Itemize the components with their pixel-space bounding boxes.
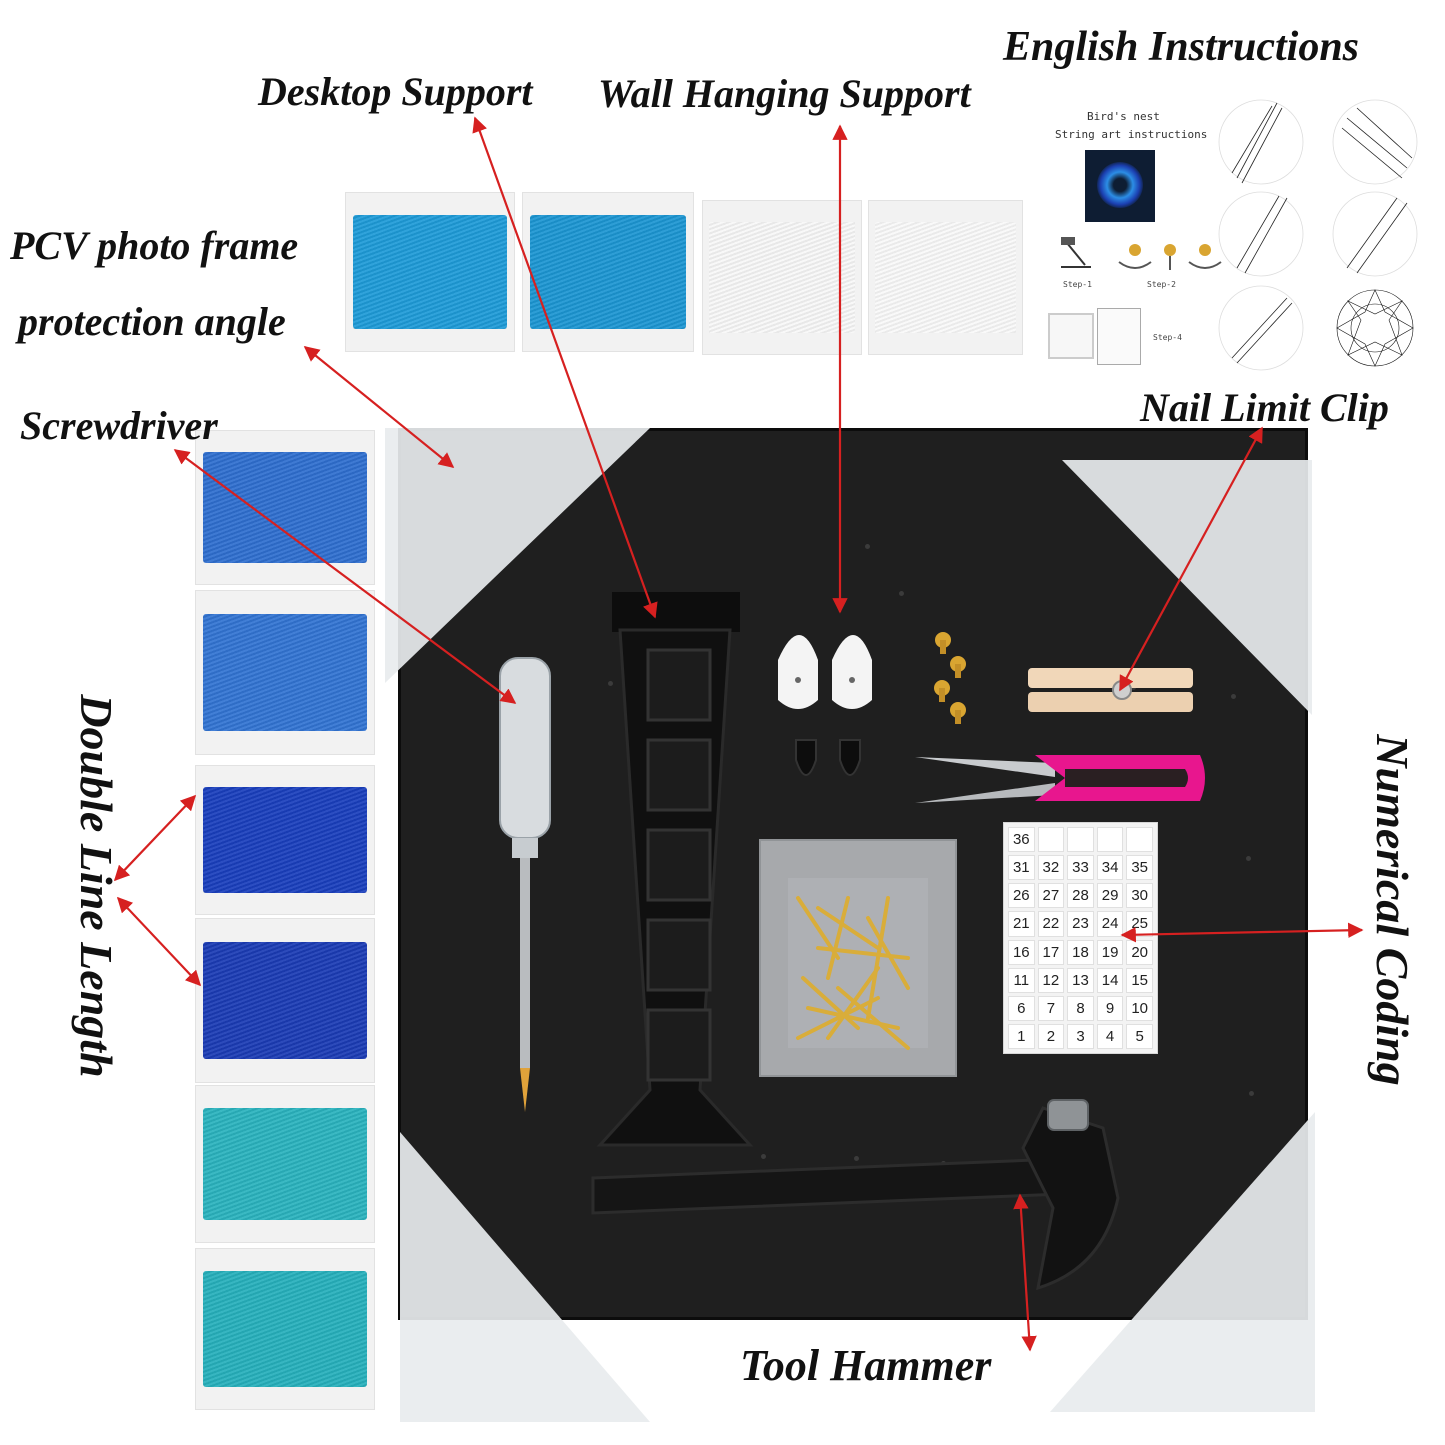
number-cell	[1067, 827, 1094, 853]
tool-hammer	[591, 1099, 1120, 1291]
number-cell: 11	[1008, 967, 1035, 993]
board-hole	[1246, 856, 1251, 861]
label-wall-hanging-support: Wall Hanging Support	[598, 71, 971, 116]
label-desktop-support: Desktop Support	[258, 69, 533, 114]
number-cell	[1037, 827, 1065, 853]
arrow-desktop-support	[472, 116, 658, 619]
number-cell: 28	[1067, 883, 1094, 909]
number-cell: 36	[1008, 827, 1035, 853]
thread-scissors	[915, 755, 1205, 803]
step-4-label: Step-4	[1153, 333, 1182, 342]
number-cell: 2	[1037, 1023, 1065, 1049]
number-cell: 30	[1126, 883, 1153, 909]
number-cell: 6	[1008, 995, 1035, 1021]
thread-spool-royal-blue-1	[195, 765, 375, 915]
desktop-support-stand	[596, 592, 754, 1147]
label-pcv-frame-line1: PCV photo frame	[10, 223, 299, 268]
number-cell	[1126, 827, 1153, 853]
number-cell: 12	[1037, 967, 1065, 993]
thread-spool-royal-blue-2	[195, 918, 375, 1083]
number-cell: 26	[1008, 883, 1035, 909]
number-cell: 21	[1008, 911, 1035, 937]
step-4-frame-icon	[1048, 313, 1094, 359]
number-cell: 32	[1037, 855, 1065, 881]
arrow-pcv-frame	[303, 346, 455, 468]
label-double-line-length: Double Line Length	[71, 694, 122, 1078]
label-pcv-frame-line2: protection angle	[18, 299, 286, 344]
number-cell: 5	[1126, 1023, 1153, 1049]
number-cell: 1	[1008, 1023, 1035, 1049]
board-hole	[899, 591, 904, 596]
number-cell: 24	[1096, 911, 1124, 937]
number-cell: 13	[1067, 967, 1094, 993]
number-cell: 33	[1067, 855, 1094, 881]
number-cell: 34	[1096, 855, 1124, 881]
step-2-label: Step-2	[1147, 280, 1176, 289]
step-1-label: Step-1	[1063, 280, 1092, 289]
step-diagrams	[1218, 99, 1418, 371]
english-instructions-sheet: Bird's nest String art instructions Step…	[1045, 98, 1430, 373]
board-hole	[865, 544, 870, 549]
board-hole	[1231, 694, 1236, 699]
thread-spool-white-2	[868, 200, 1023, 355]
label-english-instructions: English Instructions	[1003, 24, 1360, 70]
number-cell: 4	[1096, 1023, 1124, 1049]
arrow-numerical-coding	[1120, 922, 1364, 943]
thread-spool-teal-2	[195, 1248, 375, 1410]
number-cell: 27	[1037, 883, 1065, 909]
number-cell: 23	[1067, 911, 1094, 937]
number-cell: 8	[1067, 995, 1094, 1021]
number-cell: 15	[1126, 967, 1153, 993]
number-cell: 22	[1037, 911, 1065, 937]
number-cell: 16	[1008, 939, 1035, 965]
step-2-hooks-icon	[1118, 244, 1222, 270]
number-cell: 18	[1067, 939, 1094, 965]
number-cell: 10	[1126, 995, 1153, 1021]
number-cell: 14	[1096, 967, 1124, 993]
number-cell	[1096, 827, 1124, 853]
number-cell: 7	[1037, 995, 1065, 1021]
instructions-title-line2: String art instructions	[1055, 128, 1208, 141]
board-hole	[761, 1154, 766, 1159]
arrow-tool-hammer	[1013, 1193, 1037, 1352]
label-screwdriver: Screwdriver	[20, 403, 218, 448]
number-cell: 17	[1037, 939, 1065, 965]
arrow-nail-limit-clip	[1119, 426, 1263, 692]
nail-bag	[759, 839, 957, 1077]
arrow-screwdriver	[173, 449, 517, 704]
number-cell: 29	[1096, 883, 1124, 909]
board-hole	[1249, 1091, 1254, 1096]
arrow-double-line-upper	[113, 794, 197, 882]
label-tool-hammer: Tool Hammer	[740, 1341, 992, 1390]
number-cell: 9	[1096, 995, 1124, 1021]
step-4-diagram	[1097, 308, 1141, 365]
screws	[934, 632, 966, 724]
board-hole	[854, 1156, 859, 1161]
board-hole	[608, 681, 613, 686]
number-cell: 35	[1126, 855, 1153, 881]
step-1-hammer-icon	[1061, 237, 1091, 268]
instructions-title-line1: Bird's nest	[1087, 110, 1160, 123]
thread-spool-teal-1	[195, 1085, 375, 1243]
number-cell: 3	[1067, 1023, 1094, 1049]
wall-hanging-hooks	[778, 635, 872, 776]
arrow-double-line-lower	[116, 896, 202, 987]
number-cell: 31	[1008, 855, 1035, 881]
number-cell: 19	[1096, 939, 1124, 965]
label-numerical-coding: Numerical Coding	[1367, 734, 1418, 1086]
label-nail-limit-clip: Nail Limit Clip	[1140, 385, 1389, 430]
birds-nest-preview	[1085, 150, 1155, 222]
